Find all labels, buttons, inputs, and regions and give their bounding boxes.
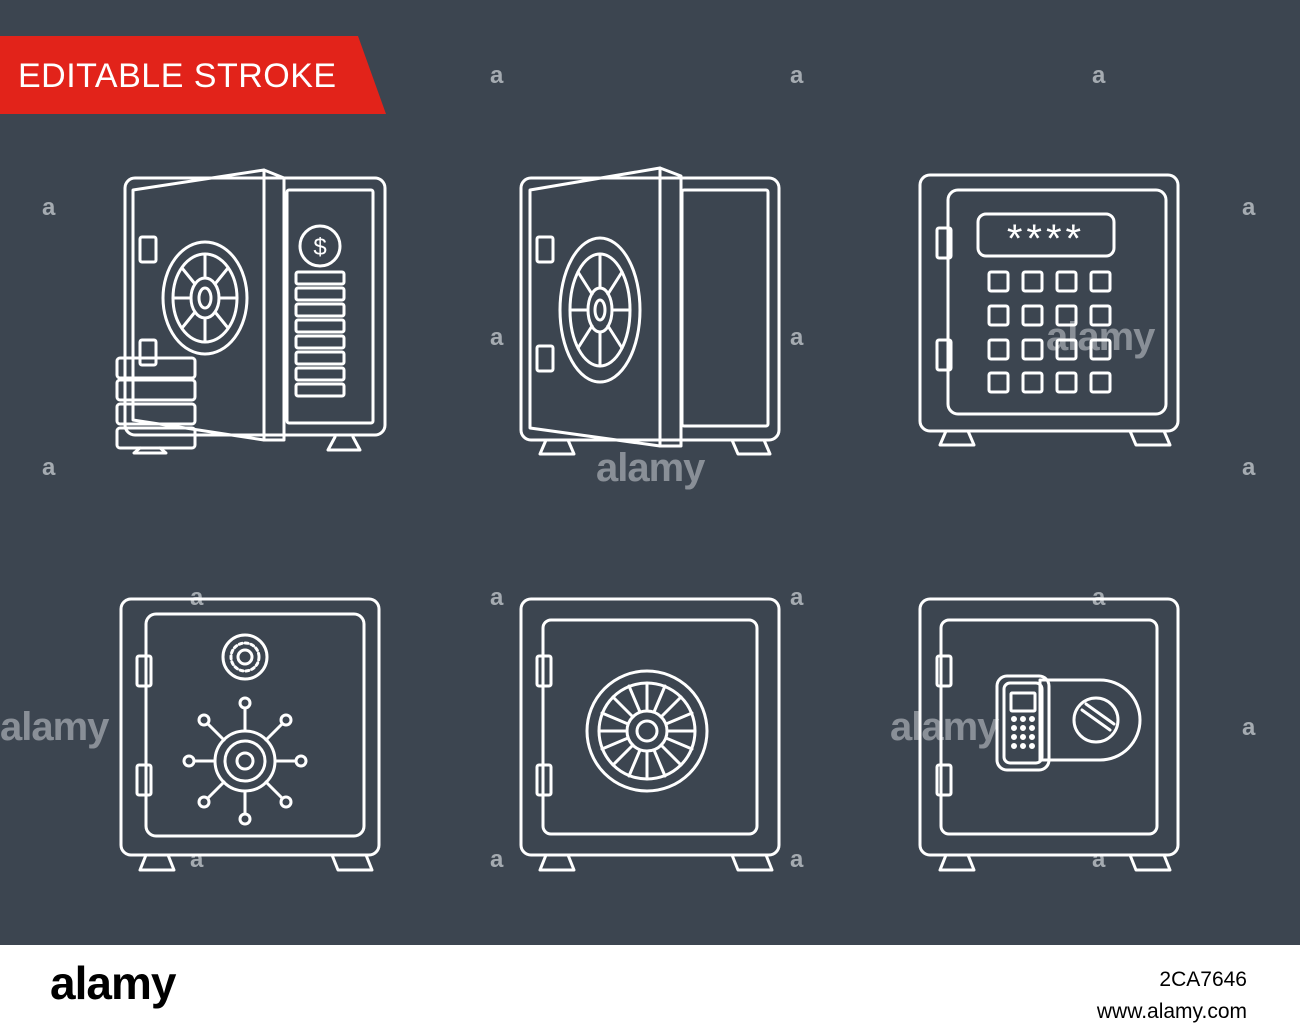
watermark-letter: a xyxy=(490,584,504,611)
watermark-word: alamy xyxy=(1046,315,1155,359)
watermark-letter: a xyxy=(42,454,56,481)
watermark-letter: a xyxy=(1092,62,1106,89)
ribbon-label: EDITABLE STROKE xyxy=(18,57,337,95)
icon-sheet: EDITABLE STROKE a a a a a a a a a a a a … xyxy=(0,0,1300,945)
watermark-letter: a xyxy=(42,194,56,221)
watermark-letter: a xyxy=(790,324,804,351)
watermark-letter: a xyxy=(1242,454,1256,481)
watermark-letter: a xyxy=(490,846,504,873)
open-safe-with-coins-icon: $ xyxy=(115,168,387,455)
open-safe-icon xyxy=(519,166,781,456)
watermark-letter: a xyxy=(490,62,504,89)
watermark-letter: a xyxy=(490,324,504,351)
watermark-letter: a xyxy=(1242,714,1256,741)
watermark-word: alamy xyxy=(0,705,109,749)
watermark-letter: a xyxy=(790,62,804,89)
footer-bar xyxy=(0,945,1300,1035)
svg-text:****: **** xyxy=(1007,217,1085,261)
watermark-word: alamy xyxy=(596,446,705,490)
watermark-letter: a xyxy=(790,584,804,611)
brand-logo: alamy xyxy=(50,957,176,1009)
dial-wheel-safe-icon xyxy=(119,597,381,872)
watermark-letter: a xyxy=(790,846,804,873)
editable-stroke-ribbon xyxy=(0,36,386,114)
watermark-word: alamy xyxy=(890,705,999,749)
electronic-lock-safe-icon xyxy=(918,597,1180,872)
svg-text:$: $ xyxy=(313,234,326,261)
round-dial-safe-icon xyxy=(519,597,781,872)
site-url: www.alamy.com xyxy=(1096,1000,1247,1023)
watermark-letter: a xyxy=(1242,194,1256,221)
image-id: 2CA7646 xyxy=(1159,968,1247,991)
keypad-safe-icon: **** xyxy=(918,173,1180,447)
